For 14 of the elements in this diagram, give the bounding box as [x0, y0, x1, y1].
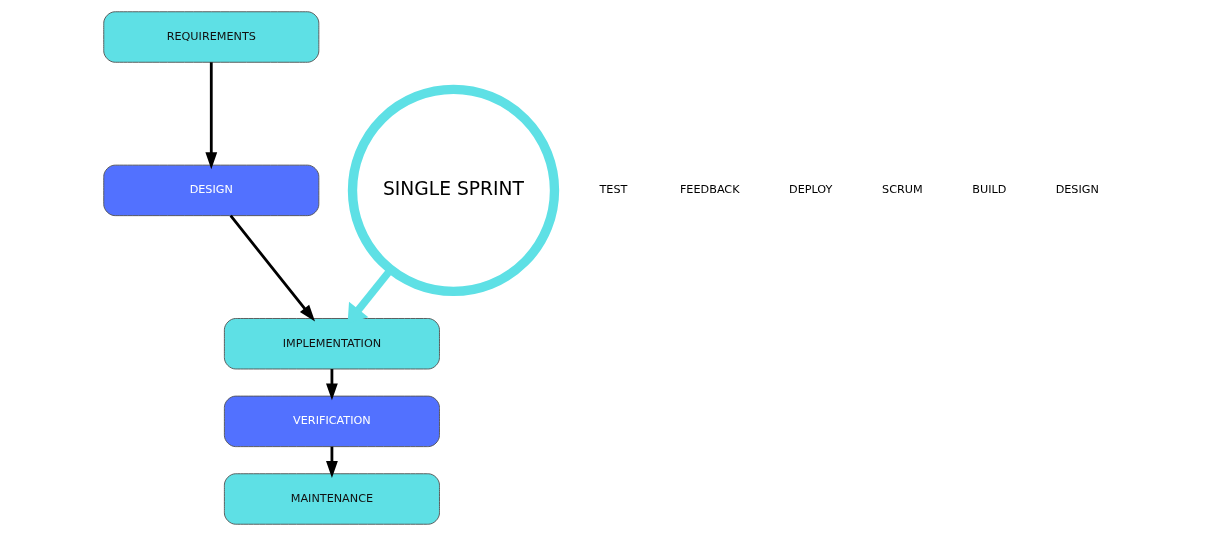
label: DEPLOY — [788, 183, 832, 197]
node-box: REQUIREMENTS — [102, 11, 319, 63]
label: FEEDBACK — [679, 183, 740, 197]
label: SCRUM — [881, 183, 923, 197]
node-box: DESIGN — [102, 164, 319, 217]
node-box: VERIFICATION — [223, 395, 440, 448]
node-circle: SINGLE SPRINT — [347, 84, 559, 297]
label: BUILD — [971, 183, 1006, 197]
node-box: IMPLEMENTATION — [223, 318, 440, 370]
label: DESIGN — [1055, 183, 1099, 197]
arrow — [204, 62, 217, 170]
arrow — [229, 214, 315, 322]
node-box: MAINTENANCE — [223, 473, 440, 525]
label: TEST — [598, 183, 627, 197]
